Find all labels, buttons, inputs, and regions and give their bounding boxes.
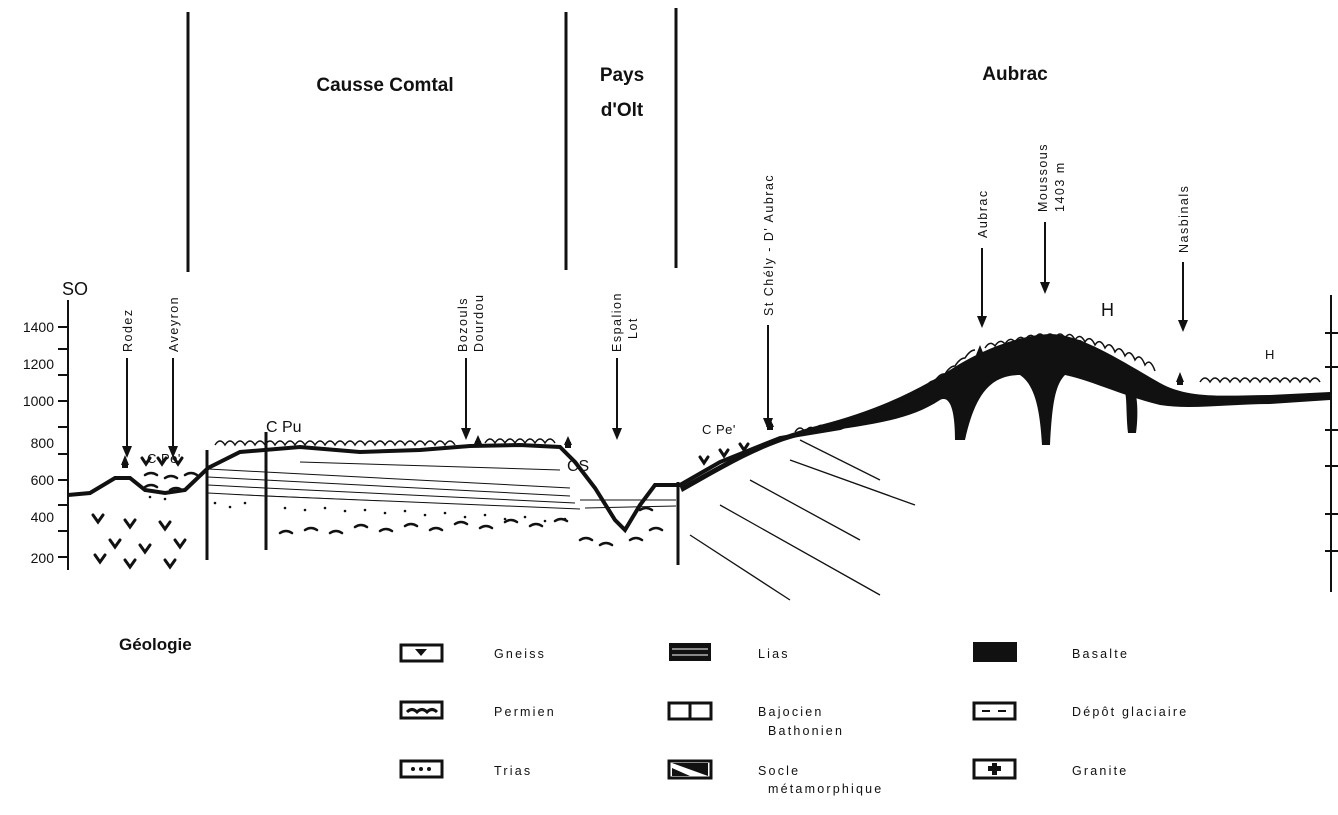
symbol-cs: CS <box>567 458 589 475</box>
place-labels: Rodez Aveyron Bozouls Dourdou Espalion L… <box>121 143 1191 352</box>
legend-item-permien: Permien <box>401 702 556 719</box>
legend-label: Basalte <box>1072 647 1129 661</box>
legend-item-trias: Trias <box>401 761 532 778</box>
basalt-body <box>680 334 1330 492</box>
place-rodez: Rodez <box>121 308 135 352</box>
legend-label: Trias <box>494 764 532 778</box>
legend-item-lias: Lias <box>669 643 790 661</box>
legend-label: Lias <box>758 647 790 661</box>
legend-label: Permien <box>494 705 556 719</box>
place-bozouls: Bozouls <box>456 297 470 352</box>
region-title-aubrac: Aubrac <box>982 64 1048 85</box>
axis-tick-label: 1200 <box>23 356 54 372</box>
right-axis <box>1325 295 1338 592</box>
place-aubrac: Aubrac <box>976 189 990 238</box>
legend-item-bajocien: Bajocien Bathonien <box>669 703 844 738</box>
symbol-cpe-left: C Pe' <box>147 451 181 466</box>
glacial-swatch-icon <box>974 703 1015 719</box>
altitude-axis: SO 1400 1200 1000 800 600 400 200 <box>23 279 88 570</box>
symbol-h-small: H <box>1265 347 1274 362</box>
axis-tick-label: 200 <box>31 550 55 566</box>
basalte-swatch-icon <box>973 642 1017 662</box>
legend-label: Bajocien <box>758 705 824 719</box>
terrain-profile <box>68 336 1330 530</box>
axis-tick-label: 600 <box>31 472 55 488</box>
place-moussous: Moussous <box>1036 143 1050 212</box>
region-title-dolt: d'Olt <box>601 100 644 121</box>
legend-label: Dépôt glaciaire <box>1072 705 1188 719</box>
axis-tick-label: 800 <box>31 435 55 451</box>
symbol-cpe-right: C Pe' <box>702 422 736 437</box>
legend-item-gneiss: Gneiss <box>401 645 546 661</box>
legend-item-socle: Socle métamorphique <box>669 761 883 796</box>
place-dourdou: Dourdou <box>472 294 486 352</box>
legend-item-granite: Granite <box>974 760 1128 778</box>
region-dividers <box>188 8 676 272</box>
lias-swatch-icon <box>669 643 711 661</box>
gneiss-marks <box>93 444 748 567</box>
legend: Géologie Gneiss Permien Trias Lias <box>119 635 1188 796</box>
faults <box>207 432 678 565</box>
place-aveyron: Aveyron <box>167 296 181 352</box>
direction-label-so: SO <box>62 279 88 299</box>
symbol-cpu: C Pu <box>266 419 302 436</box>
legend-label-2: Bathonien <box>768 724 844 738</box>
permien-marks <box>145 473 662 545</box>
axis-tick-label: 400 <box>31 509 55 525</box>
symbol-h-large: H <box>1101 300 1114 320</box>
legend-label: Socle <box>758 764 800 778</box>
place-lot: Lot <box>626 317 640 339</box>
place-espalion: Espalion <box>610 292 624 352</box>
region-title-pays: Pays <box>600 65 644 86</box>
legend-label: Gneiss <box>494 647 546 661</box>
legend-item-depot-glaciaire: Dépôt glaciaire <box>974 703 1188 719</box>
axis-tick-label: 1400 <box>23 319 54 335</box>
place-moussous-altitude: 1403 m <box>1053 161 1067 212</box>
place-nasbinals: Nasbinals <box>1177 185 1191 253</box>
place-st-chely: St Chély - D' Aubrac <box>762 174 776 316</box>
legend-label-2: métamorphique <box>768 782 883 796</box>
legend-item-basalte: Basalte <box>973 642 1129 662</box>
legend-label: Granite <box>1072 764 1128 778</box>
region-title-causse-comtal: Causse Comtal <box>316 75 453 96</box>
axis-tick-label: 1000 <box>23 393 54 409</box>
legend-title: Géologie <box>119 635 192 654</box>
